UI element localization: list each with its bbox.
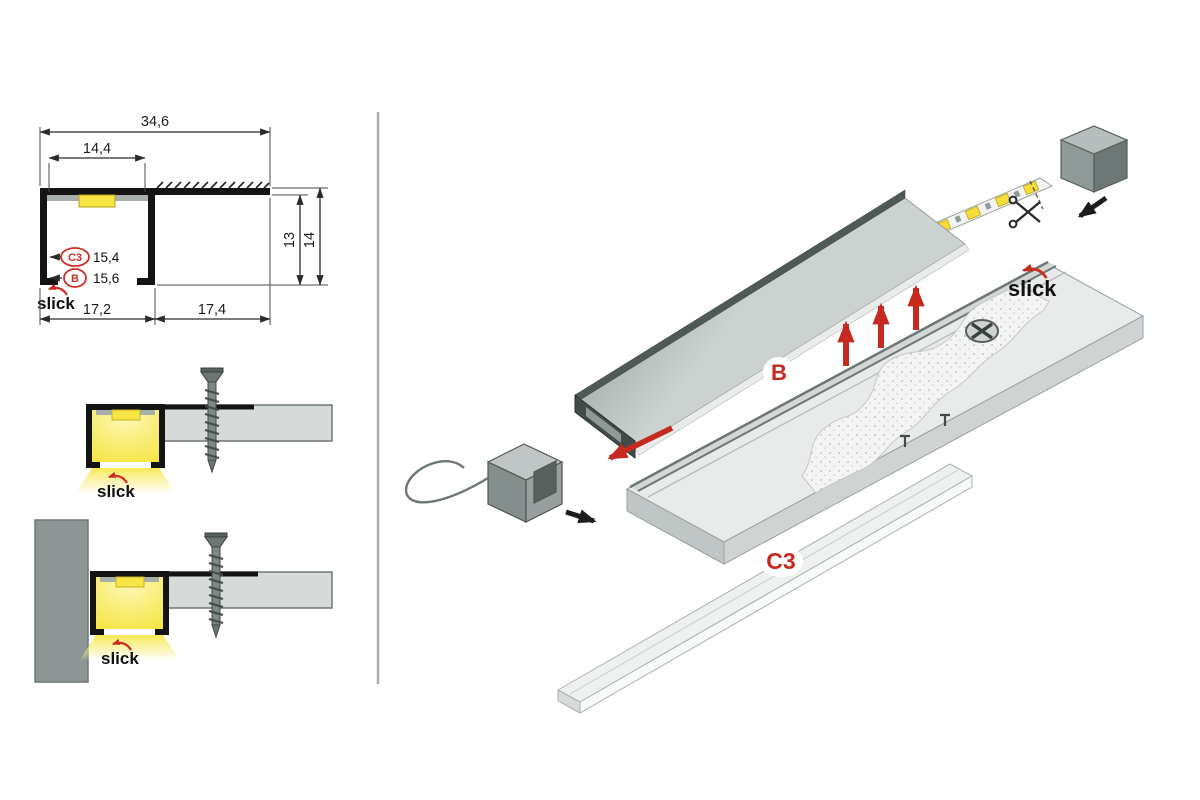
cap-insert-arrow-left [565,509,597,524]
b-tag-label: B [71,273,79,285]
mounting-view-ceiling [75,367,333,501]
profile-b-tag: B [771,360,787,385]
label-halo [763,357,795,387]
label-halo [759,545,803,577]
b-tag-oval [63,268,87,288]
assembly-view: B C3 [404,125,1145,714]
end-cap-right [1059,125,1129,193]
profile-end-channel [586,407,621,443]
cover-clip-pins [900,413,950,447]
c3-width-value: 15,4 [93,250,120,265]
end-cap-left [486,443,564,523]
cross-section-view: 34,6 14,4 13 14 C3 15,4 B [37,114,328,325]
strip-components [954,190,1021,223]
groove-width-row-c3: C3 15,4 [49,247,120,267]
insert-up-arrows [837,284,925,366]
profile-section [90,571,169,635]
mounting-view-wall [34,519,333,683]
dim-inner-height-label: 13 [282,232,298,248]
dim-bottom-right-label: 17,4 [198,302,226,318]
label-cover-c3: C3 [759,545,803,577]
recess-groove-band [630,262,1056,491]
cover-c3-tag: C3 [766,548,795,574]
groove-edge-outer [629,260,1049,489]
dim-outer-height-label: 14 [302,232,318,248]
led-chip [115,576,145,588]
brand-logo-section [37,288,75,313]
cap-channel-notch [533,460,557,504]
cap-right-face [1093,139,1128,193]
c3-tag-label: C3 [68,252,82,264]
diffuser-cover-3d [556,463,974,714]
led-chip [111,409,141,421]
dim-outer-height: 14 [272,187,328,286]
screw-head-icon [965,319,999,343]
dim-total-width: 34,6 [39,114,271,186]
b-width-value: 15,6 [93,271,119,286]
groove-width-row-b: B 15,6 [49,268,119,288]
dim-cavity-width: 14,4 [48,141,146,192]
label-profile-b: B [763,357,795,387]
drywall-panel [159,404,333,442]
dim-bottom-left-label: 17,2 [83,302,111,318]
slide-direction-arrow [607,425,674,461]
dim-total-width-label: 34,6 [141,114,169,130]
dim-inner-height: 13 [157,194,328,286]
c3-tag-oval [60,247,90,267]
scissors-icon [1008,195,1041,229]
panel-left-face [626,488,725,565]
cut-line [1029,180,1044,210]
dim-bottom-right: 17,4 [154,198,271,325]
ceiling-panel-3d [625,260,1145,565]
cap-insert-arrow-right [1077,195,1108,219]
led-module-section [47,194,148,208]
wall [34,519,89,683]
profile-b-3d [574,189,970,460]
profile-cross-section [40,188,270,285]
flange-serration-hatch [156,181,270,189]
dim-cavity-width-label: 14,4 [83,141,111,157]
cover-end-face [557,689,581,714]
profile-bottom-lip [634,243,970,456]
profile-section [86,404,165,468]
power-cable [404,460,489,504]
drywall-panel [164,571,333,609]
cover-highlight-line [569,469,959,695]
